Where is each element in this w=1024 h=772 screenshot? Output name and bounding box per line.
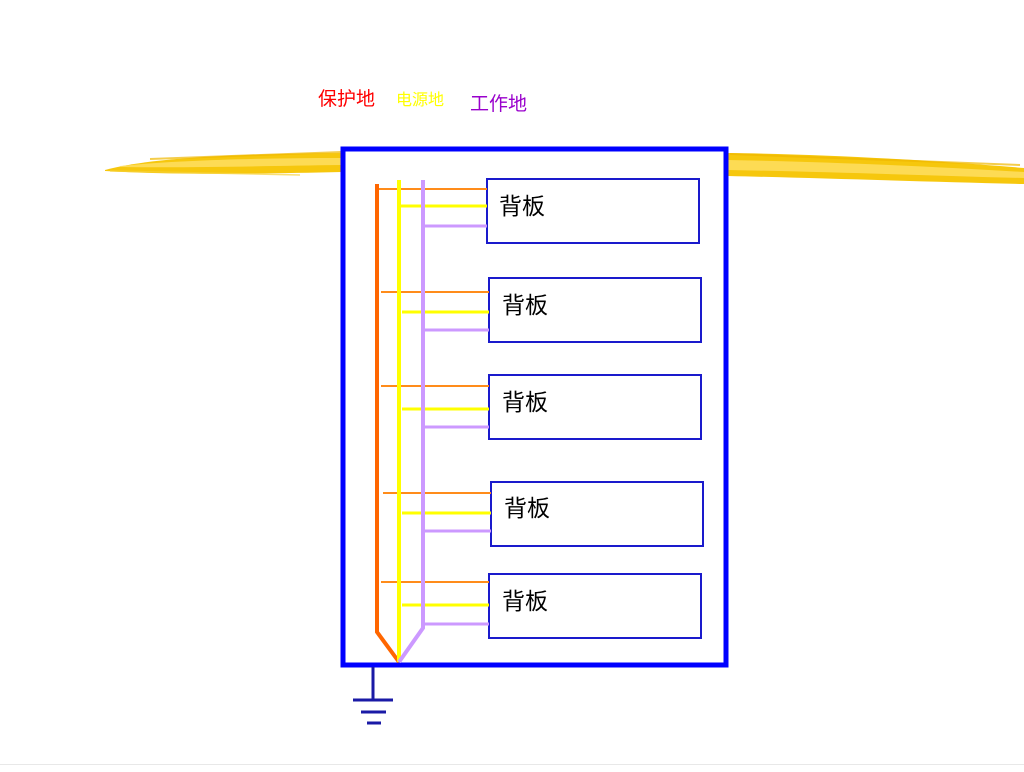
backplane-box-4 [490, 481, 704, 547]
working-ground-bus [397, 180, 425, 664]
protective-ground-bus [375, 184, 401, 664]
backplane-label-5: 背板 [502, 589, 548, 615]
backplane-box-2 [488, 277, 702, 343]
backplane-box-1 [486, 178, 700, 244]
earth-ground-icon [353, 667, 393, 725]
backplane-box-5 [488, 573, 702, 639]
brush-underline-left [105, 151, 343, 176]
backplane-label-2: 背板 [502, 293, 548, 319]
legend-working-ground: 工作地 [470, 93, 528, 115]
footer-divider [0, 764, 1024, 765]
backplane-label-3: 背板 [502, 390, 548, 416]
backplane-box-3 [488, 374, 702, 440]
power-ground-branches [399, 204, 491, 607]
brush-underline-right [728, 153, 1024, 184]
working-ground-branches [423, 224, 491, 626]
legend-power-ground: 电源地 [396, 90, 445, 109]
backplane-label-1: 背板 [499, 194, 545, 220]
backplane-label-4: 背板 [504, 496, 550, 522]
legend-protective-ground: 保护地 [318, 88, 376, 110]
